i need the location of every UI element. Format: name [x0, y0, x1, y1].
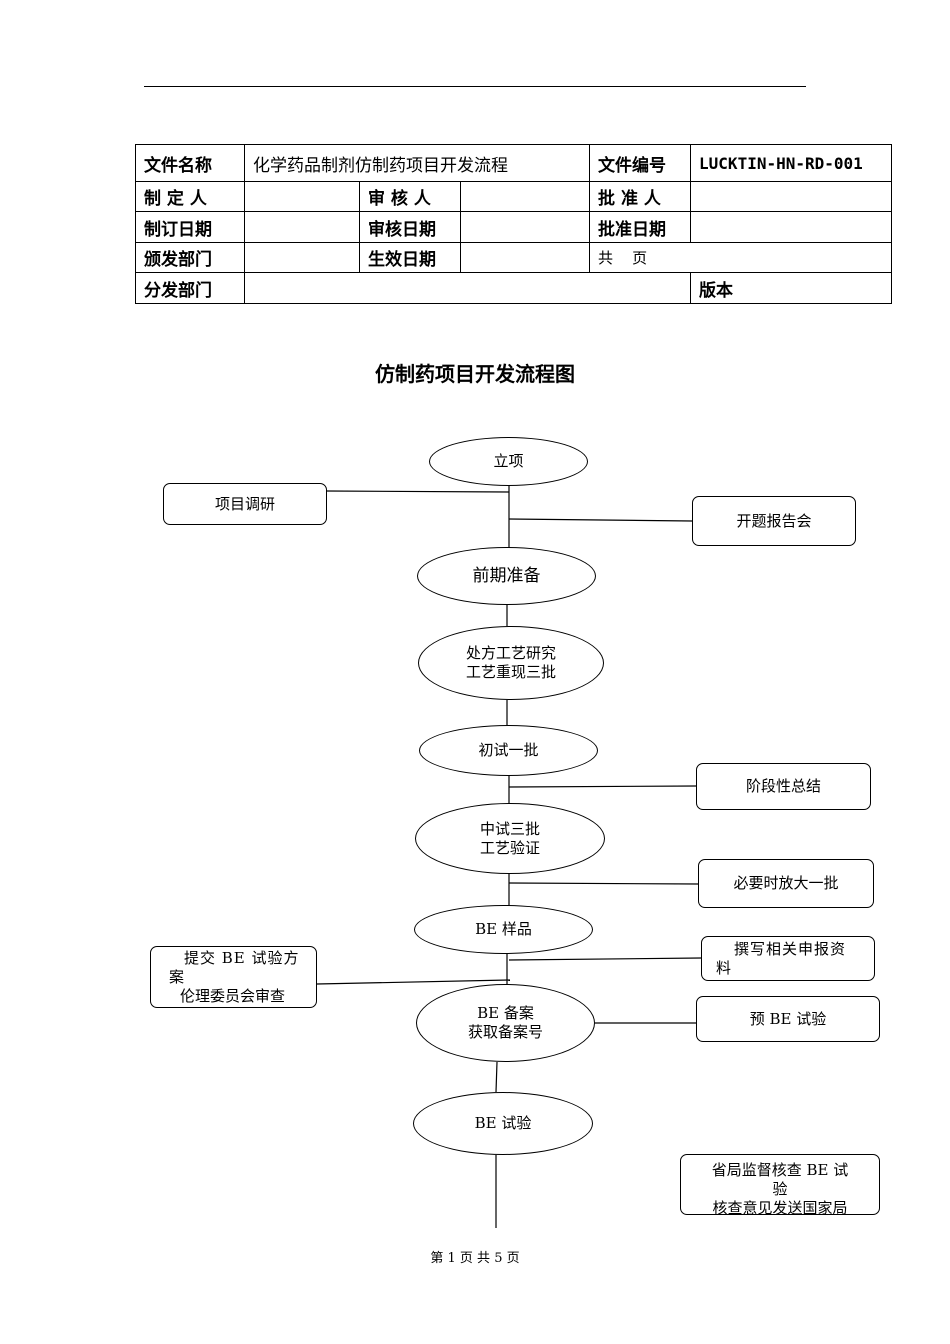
- flow-node-fangda: 必要时放大一批: [698, 859, 874, 908]
- document-info-table: 文件名称 化学药品制剂仿制药项目开发流程 文件编号 LUCKTIN-HN-RD-…: [135, 144, 893, 304]
- node-text: 案: [169, 967, 185, 986]
- node-text: 处方工艺研究: [465, 644, 556, 662]
- node-text: 料: [716, 958, 732, 977]
- doc-number-label: 文件编号: [589, 144, 692, 182]
- connector-line: [326, 490, 510, 493]
- node-text: 工艺重现三批: [465, 663, 556, 681]
- page-footer: 第 1 页 共 5 页: [430, 1251, 520, 1266]
- version-label: 版本: [690, 272, 893, 304]
- flow-node-be-beian: BE 备案 获取备案号: [416, 984, 595, 1062]
- total-pages-label: 共 页: [589, 242, 893, 273]
- node-text: 提交 BE 试验方: [184, 948, 300, 967]
- flow-node-yu-be: 预 BE 试验: [696, 996, 880, 1042]
- connector-line: [508, 518, 693, 522]
- node-text: BE 试验: [474, 1114, 532, 1132]
- issuing-dept-value: [244, 242, 360, 273]
- connector-line: [508, 957, 702, 961]
- issuing-dept-label: 颁发部门: [135, 242, 245, 273]
- node-text: 初试一批: [478, 741, 539, 759]
- distribution-dept-value: [243, 272, 692, 304]
- node-text: 前期准备: [472, 565, 541, 586]
- author-label: 制 定 人: [135, 181, 245, 212]
- flow-node-be-yangpin: BE 样品: [414, 905, 593, 954]
- draft-date-value: [244, 211, 360, 243]
- connector-line: [508, 785, 697, 788]
- node-text: 撰写相关申报资: [734, 939, 847, 958]
- reviewer-label: 审 核 人: [359, 181, 461, 212]
- node-text: 核查意见发送国家局: [712, 1199, 848, 1215]
- draft-date-label: 制订日期: [135, 211, 245, 243]
- flowchart-title: 仿制药项目开发流程图: [375, 362, 575, 386]
- flow-node-shengju-hecha: 省局监督核查 BE 试 验 核查意见发送国家局: [680, 1154, 880, 1215]
- reviewer-value: [459, 181, 591, 212]
- node-text: BE 备案: [477, 1004, 534, 1022]
- distribution-dept-label: 分发部门: [135, 272, 245, 304]
- flow-node-chushi: 初试一批: [419, 725, 598, 776]
- flow-node-kaiti-baogaohui: 开题报告会: [692, 496, 856, 546]
- table-row: 分发部门 版本: [135, 272, 893, 304]
- node-text: 预 BE 试验: [749, 1009, 827, 1028]
- effective-date-value: [459, 242, 591, 273]
- node-text: 工艺验证: [479, 838, 540, 857]
- node-text: 伦理委员会审查: [180, 986, 286, 1005]
- flow-node-chufang-gongyi: 处方工艺研究 工艺重现三批: [418, 626, 604, 700]
- table-row: 制 定 人 审 核 人 批 准 人: [135, 181, 893, 212]
- header-rule: [144, 86, 806, 87]
- node-text: 阶段性总结: [745, 777, 821, 795]
- review-date-label: 审核日期: [359, 211, 461, 243]
- flow-node-tijiao-be: 提交 BE 试验方 案 伦理委员会审查: [150, 946, 317, 1008]
- node-text: 开题报告会: [736, 511, 812, 530]
- node-text: BE 样品: [475, 920, 532, 938]
- flow-node-jieduan-zongjie: 阶段性总结: [696, 763, 871, 810]
- node-text: 中试三批: [479, 819, 540, 838]
- table-row: 制订日期 审核日期 批准日期: [135, 211, 893, 243]
- node-text: 验: [772, 1180, 788, 1198]
- connector-line: [495, 1061, 498, 1093]
- connector-line: [508, 882, 699, 885]
- table-row: 颁发部门 生效日期 共 页: [135, 242, 893, 273]
- flow-node-xiangmu-diaoyan: 项目调研: [163, 483, 327, 525]
- doc-name-value: 化学药品制剂仿制药项目开发流程: [243, 144, 591, 182]
- table-row: 文件名称 化学药品制剂仿制药项目开发流程 文件编号 LUCKTIN-HN-RD-…: [135, 144, 893, 182]
- connector-line: [316, 979, 511, 985]
- node-text: 必要时放大一批: [733, 874, 839, 892]
- flow-node-be-shiyan: BE 试验: [413, 1092, 593, 1155]
- node-text: 获取备案号: [467, 1023, 543, 1041]
- flow-node-zhuanxie-ziliao: 撰写相关申报资 料: [701, 936, 875, 981]
- flow-node-lixiang: 立项: [429, 437, 588, 486]
- doc-number-value: LUCKTIN-HN-RD-001: [690, 144, 893, 182]
- node-text: 省局监督核查 BE 试: [711, 1161, 849, 1179]
- flow-node-qianqi-zhunbei: 前期准备: [417, 547, 596, 605]
- node-text: 立项: [493, 452, 524, 470]
- doc-name-label: 文件名称: [135, 144, 245, 182]
- node-text: 项目调研: [214, 494, 275, 513]
- flow-node-zhongshi: 中试三批 工艺验证: [415, 803, 605, 874]
